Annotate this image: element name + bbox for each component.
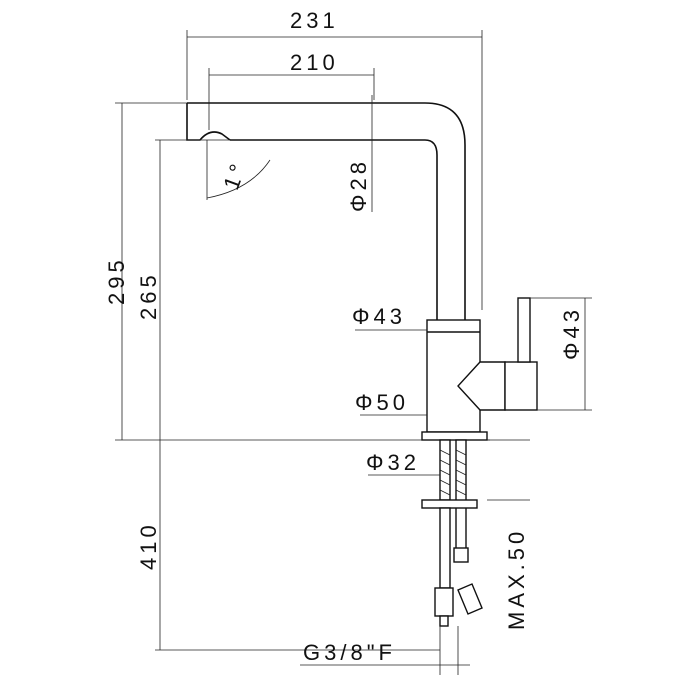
- label-phi32: Φ32: [366, 450, 420, 475]
- label-connection: G3/8"F: [303, 640, 396, 665]
- dimension-phi43-handle: Φ43: [530, 297, 592, 411]
- label-210: 210: [290, 50, 339, 75]
- dimension-phi28: Φ28: [346, 95, 373, 212]
- label-phi43-handle: Φ43: [559, 306, 584, 360]
- dimension-phi43-pipe: Φ43: [352, 304, 427, 331]
- label-231: 231: [290, 8, 339, 33]
- dimension-connection: G3/8"F: [300, 626, 470, 675]
- label-265: 265: [136, 271, 161, 320]
- angle-1-degree: 1°: [206, 140, 271, 200]
- label-angle: 1°: [218, 157, 251, 193]
- label-295: 295: [104, 256, 129, 305]
- label-phi28: Φ28: [346, 158, 371, 212]
- label-phi43-pipe: Φ43: [352, 304, 406, 329]
- dimension-max50: MAX.50: [487, 439, 530, 630]
- dimension-265: 265: [136, 139, 230, 440]
- dimension-phi50: Φ50: [355, 390, 427, 416]
- label-phi50: Φ50: [355, 390, 409, 415]
- dimension-410: 410: [136, 440, 440, 651]
- dimension-231: 231: [186, 8, 483, 310]
- shank-and-hoses: [421, 439, 483, 627]
- label-max50: MAX.50: [504, 528, 529, 630]
- dimension-295: 295: [104, 102, 187, 440]
- dimension-210: 210: [208, 50, 375, 130]
- spout: [186, 102, 466, 320]
- dimension-phi32: Φ32: [366, 450, 440, 476]
- label-410: 410: [136, 521, 161, 570]
- tap-body: [421, 297, 538, 441]
